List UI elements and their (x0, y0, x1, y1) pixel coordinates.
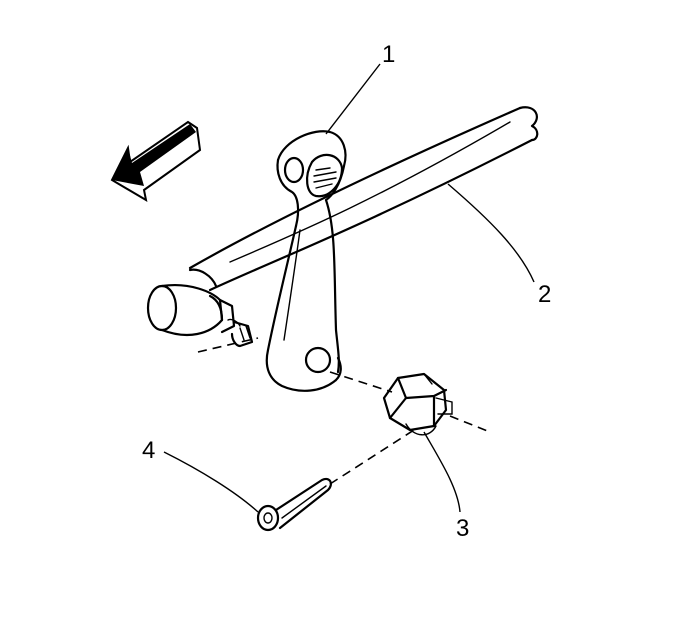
direction-arrow-icon (110, 120, 202, 202)
cotter-pin (256, 477, 332, 532)
relay-rod (188, 106, 539, 292)
pitman-arm (265, 130, 347, 392)
callout-1: 1 (382, 41, 395, 68)
callout-2: 2 (538, 281, 551, 308)
callout-leader-4 (163, 451, 259, 513)
callout-4: 4 (142, 437, 155, 464)
callout-3: 3 (456, 515, 469, 542)
callout-leader-3 (423, 431, 461, 513)
callout-leader-2 (447, 183, 535, 283)
cotter-pin-axis-line (329, 429, 415, 485)
stud-axis-line (329, 371, 491, 433)
tie-rod-end (146, 268, 254, 348)
castle-nut (382, 372, 453, 436)
callout-leader-1 (325, 63, 381, 135)
alignment-line (197, 337, 259, 353)
spline-texture (313, 167, 337, 189)
